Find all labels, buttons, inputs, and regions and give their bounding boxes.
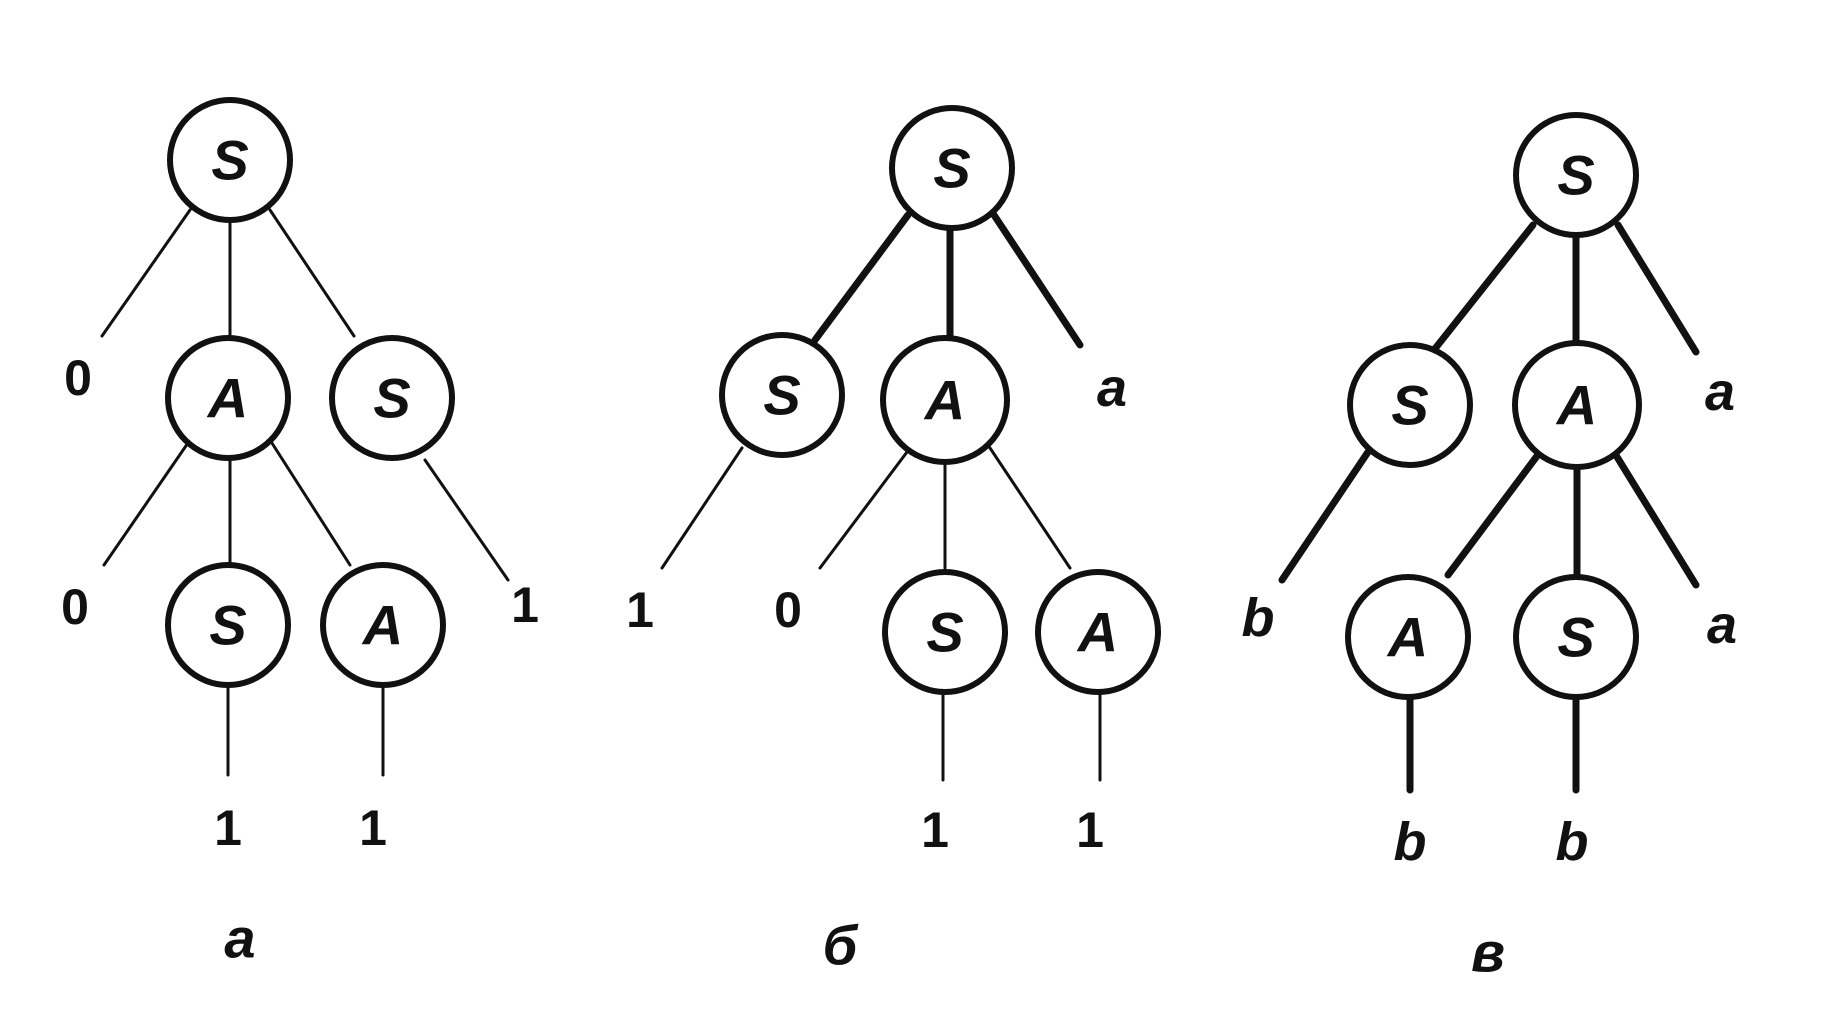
node-root: S <box>889 105 1015 231</box>
node-label: S <box>1557 144 1594 207</box>
node-label: S <box>933 137 970 200</box>
leaf-label: b <box>1556 812 1589 872</box>
leaf-label: 1 <box>214 800 242 856</box>
node-mid-mid: S <box>165 562 291 688</box>
node-left: S <box>1347 342 1473 468</box>
node-label: A <box>206 367 248 430</box>
node-label: A <box>923 369 965 432</box>
node-label: S <box>1391 374 1428 437</box>
node-label: S <box>763 364 800 427</box>
tree-caption: б <box>823 914 859 977</box>
edge <box>1444 448 1544 579</box>
tree-a: S 0 A S 0 S A 1 1 1 а <box>61 97 539 970</box>
edge <box>100 208 192 338</box>
node-mid-mid: S <box>882 569 1008 695</box>
leaf-label: 0 <box>64 350 92 406</box>
node-root: S <box>1513 112 1639 238</box>
edge <box>660 446 744 570</box>
node-label: A <box>1386 606 1428 669</box>
tree-caption: а <box>224 907 255 970</box>
node-label: S <box>1557 606 1594 669</box>
leaf-label: 1 <box>626 582 654 638</box>
leaf-label: b <box>1242 588 1275 648</box>
node-mid-mid: S <box>1513 574 1639 700</box>
node-right: S <box>329 335 455 461</box>
edge <box>1610 448 1700 589</box>
edge <box>990 211 1084 349</box>
leaf-label: 1 <box>511 577 539 633</box>
node-mid-left: A <box>1345 574 1471 700</box>
node-label: S <box>926 601 963 664</box>
edge <box>818 446 912 570</box>
node-mid-right: A <box>320 562 446 688</box>
leaf-label: 1 <box>921 802 949 858</box>
edge <box>811 211 912 344</box>
edge <box>988 446 1072 570</box>
leaf-label: 1 <box>359 800 387 856</box>
edge <box>423 458 510 582</box>
leaf-label: 1 <box>1076 802 1104 858</box>
node-left: S <box>719 332 845 458</box>
tree-caption: в <box>1471 921 1505 984</box>
node-label: A <box>1076 601 1118 664</box>
node-label: A <box>1555 374 1597 437</box>
node-label: S <box>211 129 248 192</box>
edge <box>268 438 352 567</box>
tree-b: S S A a 1 0 S A 1 1 б <box>626 105 1161 977</box>
leaf-label: a <box>1097 358 1127 418</box>
node-label: A <box>361 594 403 657</box>
edge <box>268 208 356 338</box>
node-label: S <box>209 594 246 657</box>
node-root: S <box>167 97 293 223</box>
edge <box>1278 448 1372 584</box>
leaf-label: 0 <box>61 579 89 635</box>
edge <box>1614 221 1700 356</box>
node-mid: A <box>1512 340 1642 470</box>
leaf-label: a <box>1705 362 1735 422</box>
leaf-label: 0 <box>774 582 802 638</box>
tree-c: S S A a b A S a b b в <box>1242 112 1737 984</box>
node-mid: A <box>880 335 1010 465</box>
edge <box>102 438 192 567</box>
leaf-label: b <box>1394 812 1427 872</box>
node-label: S <box>373 367 410 430</box>
node-mid: A <box>165 335 291 461</box>
edge <box>1426 221 1537 359</box>
leaf-label: a <box>1707 595 1737 655</box>
node-mid-right: A <box>1035 569 1161 695</box>
